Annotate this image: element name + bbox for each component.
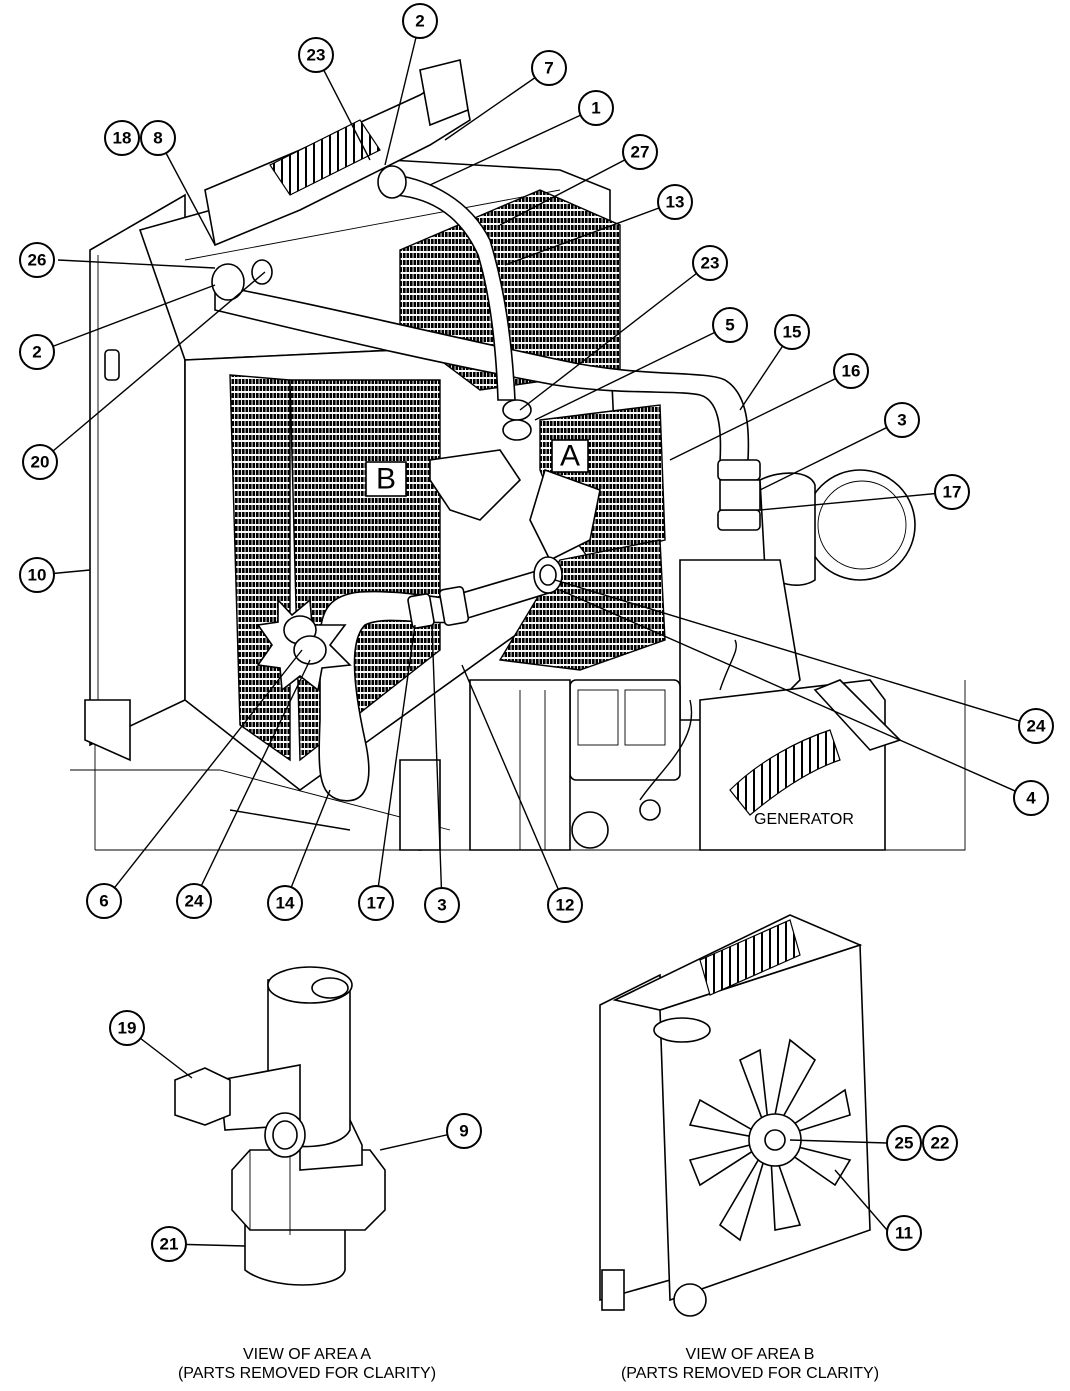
svg-text:25: 25 — [895, 1134, 914, 1153]
svg-text:6: 6 — [99, 892, 108, 911]
area-b-label-box: B — [365, 461, 407, 497]
svg-text:9: 9 — [459, 1122, 468, 1141]
svg-text:2: 2 — [32, 343, 41, 362]
view-b-caption-line2: (PARTS REMOVED FOR CLARITY) — [620, 1365, 880, 1382]
area-b-letter: B — [376, 463, 396, 496]
svg-text:12: 12 — [556, 896, 575, 915]
callout-6: 6 — [86, 883, 122, 919]
lower-hose — [318, 569, 554, 802]
callout-18: 18 — [104, 120, 140, 156]
svg-text:26: 26 — [28, 251, 47, 270]
svg-text:17: 17 — [943, 483, 962, 502]
svg-text:24: 24 — [185, 892, 204, 911]
callout-17-right: 17 — [934, 474, 970, 510]
view-area-b-detail — [599, 914, 888, 1317]
callout-3-bottom: 3 — [424, 887, 460, 923]
svg-text:17: 17 — [367, 894, 386, 913]
callout-17-bottom: 17 — [358, 885, 394, 921]
svg-text:13: 13 — [666, 193, 685, 212]
svg-text:20: 20 — [31, 453, 50, 472]
callout-3-right: 3 — [884, 402, 920, 438]
callout-27: 27 — [622, 134, 658, 170]
svg-text:27: 27 — [631, 143, 650, 162]
svg-text:2: 2 — [415, 12, 424, 31]
svg-text:3: 3 — [897, 411, 906, 430]
svg-text:15: 15 — [783, 323, 802, 342]
svg-text:3: 3 — [437, 896, 446, 915]
callout-2-top: 2 — [402, 3, 438, 39]
svg-text:4: 4 — [1026, 789, 1036, 808]
callout-16: 16 — [833, 353, 869, 389]
view-area-a-detail — [126, 966, 465, 1286]
svg-text:23: 23 — [701, 254, 720, 273]
svg-text:1: 1 — [591, 99, 600, 118]
air-cleaner — [804, 469, 916, 581]
fan — [688, 1038, 852, 1242]
svg-text:14: 14 — [276, 894, 295, 913]
callout-7: 7 — [531, 50, 567, 86]
area-b-cutout — [429, 449, 522, 521]
view-a-caption-line2: (PARTS REMOVED FOR CLARITY) — [177, 1365, 437, 1382]
svg-text:22: 22 — [931, 1134, 950, 1153]
callout-8: 8 — [140, 120, 176, 156]
svg-text:21: 21 — [160, 1235, 179, 1254]
callout-22: 22 — [922, 1125, 958, 1161]
callout-20: 20 — [22, 444, 58, 480]
svg-text:5: 5 — [725, 316, 734, 335]
view-a-caption-line1: VIEW OF AREA A — [242, 1346, 372, 1363]
area-a-label-box: A — [551, 439, 589, 473]
callout-24-bottom: 24 — [176, 883, 212, 919]
callout-24-right: 24 — [1018, 708, 1054, 744]
callout-11: 11 — [886, 1215, 922, 1251]
callout-4: 4 — [1013, 780, 1049, 816]
area-a-cutout — [529, 468, 601, 562]
callout-12: 12 — [547, 887, 583, 923]
area-a-letter: A — [560, 440, 580, 473]
callout-2-left: 2 — [19, 334, 55, 370]
svg-text:19: 19 — [118, 1019, 137, 1038]
svg-text:24: 24 — [1027, 717, 1046, 736]
callout-23-top: 23 — [298, 37, 334, 73]
callout-13: 13 — [657, 184, 693, 220]
generator-label: GENERATOR — [754, 811, 854, 828]
svg-text:16: 16 — [842, 362, 861, 381]
callout-5: 5 — [712, 307, 748, 343]
callout-23-mid: 23 — [692, 245, 728, 281]
svg-text:7: 7 — [544, 59, 553, 78]
callout-10: 10 — [19, 557, 55, 593]
svg-text:18: 18 — [113, 129, 132, 148]
view-b-caption-line1: VIEW OF AREA B — [685, 1346, 815, 1363]
callout-19: 19 — [109, 1010, 145, 1046]
svg-text:11: 11 — [895, 1224, 913, 1243]
svg-text:10: 10 — [28, 566, 47, 585]
svg-text:8: 8 — [153, 129, 162, 148]
leader-lines — [36, 20, 1037, 906]
lower-right-grille — [498, 539, 666, 671]
callout-15: 15 — [774, 314, 810, 350]
callout-21: 21 — [151, 1226, 187, 1262]
callout-14: 14 — [267, 885, 303, 921]
vent-hose — [394, 174, 516, 401]
view-b-caption: VIEW OF AREA B (PARTS REMOVED FOR CLARIT… — [570, 1345, 930, 1383]
callout-26: 26 — [19, 242, 55, 278]
callout-25: 25 — [886, 1125, 922, 1161]
view-a-caption: VIEW OF AREA A (PARTS REMOVED FOR CLARIT… — [127, 1345, 487, 1383]
callout-9: 9 — [446, 1113, 482, 1149]
svg-text:23: 23 — [307, 46, 326, 65]
callout-1: 1 — [578, 90, 614, 126]
